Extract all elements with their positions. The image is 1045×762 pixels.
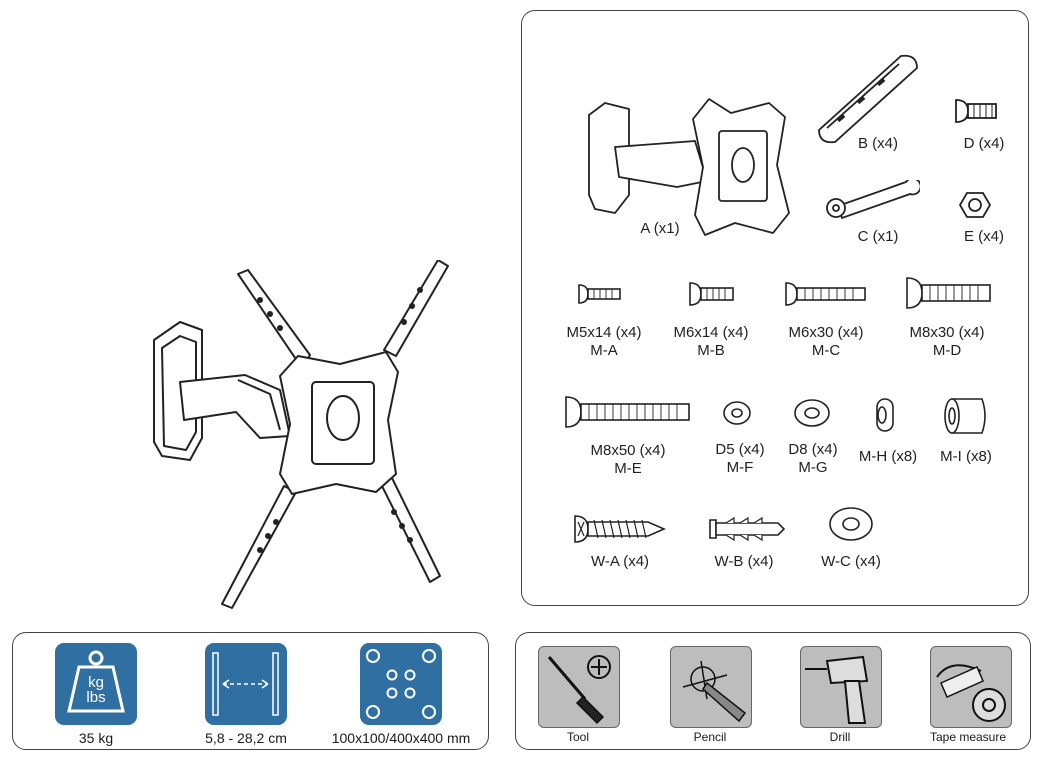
label-part-a: A (x1) <box>640 220 680 237</box>
part-d-bolt-icon <box>955 99 997 123</box>
tape-measure-label: Tape measure <box>929 730 1007 744</box>
pencil-icon <box>670 646 752 728</box>
wall-distance-icon <box>205 643 287 725</box>
weight-capacity-icon: kg lbs <box>55 643 137 725</box>
washer-d8-icon <box>794 399 830 427</box>
washer-w-c-icon <box>829 507 873 541</box>
weight-icon-lbs-text: lbs <box>86 689 106 706</box>
label-m-i: M-I (x8) <box>940 448 992 465</box>
drill-label: Drill <box>829 730 851 744</box>
label-w-a: W-A (x4) <box>590 553 650 570</box>
label-m-h: M-H (x8) <box>858 448 918 465</box>
label-m5x14: M5x14 (x4)M-A <box>566 324 642 359</box>
label-part-d: D (x4) <box>963 135 1005 152</box>
screw-m6x30-icon <box>785 282 866 306</box>
part-e-nut-icon <box>958 192 992 218</box>
part-b-plate-icon <box>818 54 918 144</box>
label-part-c: C (x1) <box>857 228 899 245</box>
pencil-label: Pencil <box>693 730 727 744</box>
screw-m5x14-icon <box>578 284 621 304</box>
label-m8x50: M8x50 (x4)M-E <box>590 442 666 477</box>
wall-mount-illustration <box>153 260 449 609</box>
label-part-e: E (x4) <box>963 228 1005 245</box>
screw-m8x30-icon <box>906 277 991 309</box>
tape-measure-icon <box>930 646 1012 728</box>
label-w-b: W-B (x4) <box>714 553 774 570</box>
drill-icon <box>800 646 882 728</box>
spacer-m-h-icon <box>876 398 894 432</box>
part-c-wrench-icon <box>826 180 920 220</box>
spacer-m-i-icon <box>944 398 986 434</box>
tool-label: Tool <box>566 730 590 744</box>
weight-capacity-label: 35 kg <box>78 730 114 746</box>
screw-m8x50-icon <box>565 396 690 428</box>
label-m6x30: M6x30 (x4)M-C <box>788 324 864 359</box>
vesa-pattern-icon <box>360 643 442 725</box>
label-d8: D8 (x4)M-G <box>788 441 838 476</box>
weight-icon-kg-text: kg <box>88 674 104 691</box>
label-m6x14: M6x14 (x4)M-B <box>673 324 749 359</box>
label-part-b: B (x4) <box>857 135 899 152</box>
label-w-c: W-C (x4) <box>821 553 881 570</box>
label-d5: D5 (x4)M-F <box>715 441 765 476</box>
part-a-bracket-icon <box>588 98 790 236</box>
wall-plug-w-b-icon <box>709 516 786 542</box>
washer-d5-icon <box>723 401 751 425</box>
vesa-pattern-label: 100x100/400x400 mm <box>331 730 471 746</box>
screwdriver-icon <box>538 646 620 728</box>
label-m8x30: M8x30 (x4)M-D <box>909 324 985 359</box>
wood-screw-w-a-icon <box>574 515 666 543</box>
wall-distance-label: 5,8 - 28,2 cm <box>205 730 287 746</box>
screw-m6x14-icon <box>689 282 734 306</box>
